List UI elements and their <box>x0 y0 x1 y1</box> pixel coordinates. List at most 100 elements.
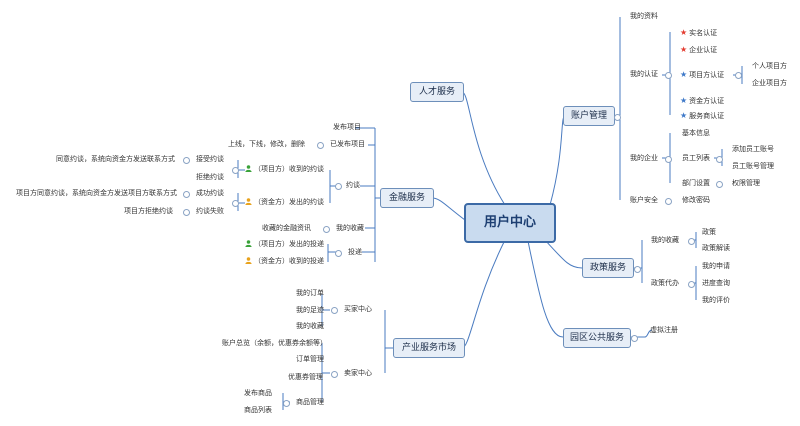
finance-reject[interactable]: 拒绝约谈 <box>196 173 224 181</box>
node-circle[interactable] <box>665 72 672 79</box>
finance-publish[interactable]: 发布项目 <box>333 123 361 131</box>
finance-invest[interactable]: 投递 <box>348 248 362 256</box>
finance-invest-received[interactable]: （资金方）收到的投递 <box>245 257 324 266</box>
branch-market[interactable]: 产业服务市场 <box>393 338 465 358</box>
node-circle[interactable] <box>634 266 641 273</box>
market-publish-product[interactable]: 发布商品 <box>244 389 272 397</box>
park-virtual[interactable]: 虚拟注册 <box>650 326 678 334</box>
node-circle[interactable] <box>232 200 239 207</box>
finance-talk[interactable]: 约谈 <box>346 181 360 189</box>
account-service-cert-label: 服务商认证 <box>689 112 725 120</box>
policy-apply[interactable]: 我的申请 <box>702 262 730 270</box>
account-project-cert[interactable]: ★项目方认证 <box>680 70 724 80</box>
finance-favorites[interactable]: 我的收藏 <box>336 224 364 232</box>
node-circle[interactable] <box>331 371 338 378</box>
account-perm[interactable]: 权限管理 <box>732 179 760 187</box>
link-center-finance <box>431 197 466 221</box>
account-company-cert[interactable]: ★企业认证 <box>680 45 717 55</box>
link-market-sub <box>384 310 393 373</box>
node-circle[interactable] <box>183 157 190 164</box>
link-center-park <box>527 240 564 338</box>
node-circle[interactable] <box>614 114 621 121</box>
account-basic-info[interactable]: 基本信息 <box>682 129 710 137</box>
node-circle[interactable] <box>283 400 290 407</box>
link-center-market <box>461 239 506 349</box>
node-circle[interactable] <box>335 250 342 257</box>
account-realname[interactable]: ★实名认证 <box>680 28 717 38</box>
policy-fav[interactable]: 我的收藏 <box>651 236 679 244</box>
account-change-pwd[interactable]: 修改密码 <box>682 196 710 204</box>
market-product-mgmt[interactable]: 商品管理 <box>296 398 324 406</box>
market-orders[interactable]: 我的订单 <box>296 289 324 297</box>
node-circle[interactable] <box>331 307 338 314</box>
account-fund-cert[interactable]: ★资金方认证 <box>680 96 724 106</box>
node-circle[interactable] <box>631 335 638 342</box>
finance-success[interactable]: 成功约谈 <box>196 189 224 197</box>
finance-accept[interactable]: 接受约谈 <box>196 155 224 163</box>
market-product-list[interactable]: 商品列表 <box>244 406 272 414</box>
account-personal-project[interactable]: 个人项目方 <box>752 62 787 70</box>
finance-received[interactable]: （项目方）收到的约谈 <box>245 165 324 174</box>
market-order-mgmt[interactable]: 订单管理 <box>296 355 324 363</box>
branch-policy[interactable]: 政策服务 <box>582 258 634 278</box>
link-sent <box>237 193 245 211</box>
market-seller[interactable]: 卖家中心 <box>344 369 372 377</box>
node-circle[interactable] <box>323 226 330 233</box>
account-security[interactable]: 账户安全 <box>630 196 658 204</box>
branch-finance[interactable]: 金融服务 <box>380 188 434 208</box>
node-circle[interactable] <box>665 156 672 163</box>
account-staff-list[interactable]: 员工列表 <box>682 154 710 162</box>
node-circle[interactable] <box>183 191 190 198</box>
branch-account[interactable]: 账户管理 <box>563 106 615 126</box>
policy-interpret[interactable]: 政策解读 <box>702 244 730 252</box>
finance-sent[interactable]: （资金方）发出的约谈 <box>245 198 324 207</box>
star-red-icon: ★ <box>680 45 688 54</box>
market-footprint[interactable]: 我的足迹 <box>296 306 324 314</box>
node-circle[interactable] <box>688 281 695 288</box>
account-staff-mgmt[interactable]: 员工账号管理 <box>732 162 774 170</box>
link-center-policy <box>544 239 583 269</box>
node-circle[interactable] <box>688 238 695 245</box>
branch-park[interactable]: 园区公共服务 <box>563 328 631 348</box>
node-circle[interactable] <box>232 167 239 174</box>
center-node[interactable]: 用户中心 <box>464 203 556 243</box>
node-circle[interactable] <box>183 209 190 216</box>
finance-favorites-note: 收藏的金融资讯 <box>262 224 311 232</box>
market-coupon-mgmt[interactable]: 优惠券管理 <box>288 373 323 381</box>
policy-review[interactable]: 我的评价 <box>702 296 730 304</box>
account-project-cert-label: 项目方认证 <box>689 71 725 79</box>
node-circle[interactable] <box>665 198 672 205</box>
branch-talent[interactable]: 人才服务 <box>410 82 464 102</box>
account-fund-cert-label: 资金方认证 <box>689 97 725 105</box>
account-company-project[interactable]: 企业项目方 <box>752 79 787 87</box>
node-circle[interactable] <box>716 181 723 188</box>
node-circle[interactable] <box>716 156 723 163</box>
policy-agent[interactable]: 政策代办 <box>651 279 679 287</box>
policy-progress[interactable]: 进度查询 <box>702 279 730 287</box>
finance-invest-sent[interactable]: （项目方）发出的投递 <box>245 240 324 249</box>
account-enterprise[interactable]: 我的企业 <box>630 154 658 162</box>
star-blue-icon: ★ <box>680 111 688 120</box>
finance-fail[interactable]: 约谈失败 <box>196 207 224 215</box>
policy-item[interactable]: 政策 <box>702 228 716 236</box>
node-circle[interactable] <box>335 183 342 190</box>
account-service-cert[interactable]: ★服务商认证 <box>680 111 724 121</box>
finance-published[interactable]: 已发布项目 <box>330 140 365 148</box>
market-collect[interactable]: 我的收藏 <box>296 322 324 330</box>
star-red-icon: ★ <box>680 28 688 37</box>
finance-received-label: （项目方）收到的约谈 <box>254 165 324 173</box>
market-buyer[interactable]: 买家中心 <box>344 305 372 313</box>
link-buyer <box>321 294 330 326</box>
link-policy-sub <box>634 240 643 283</box>
account-profile[interactable]: 我的资料 <box>630 12 658 20</box>
account-realname-label: 实名认证 <box>689 29 718 37</box>
account-dept[interactable]: 部门设置 <box>682 179 710 187</box>
star-blue-icon: ★ <box>680 96 688 105</box>
account-cert[interactable]: 我的认证 <box>630 70 658 78</box>
node-circle[interactable] <box>317 142 324 149</box>
person-green-icon <box>245 165 252 172</box>
account-company-cert-label: 企业认证 <box>689 46 718 54</box>
account-add-staff[interactable]: 添加员工账号 <box>732 145 774 153</box>
node-circle[interactable] <box>735 72 742 79</box>
